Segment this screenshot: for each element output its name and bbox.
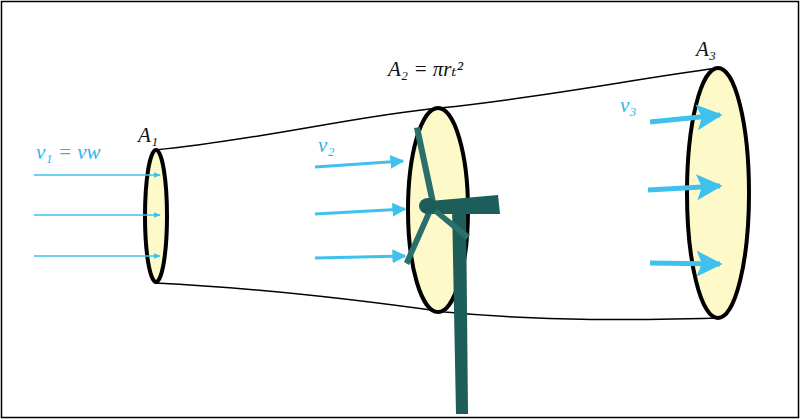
outflow-arrows [648,115,720,264]
area-label: A₂ = πrₜ² [388,58,463,81]
velocity-label: v₂ [318,134,335,157]
inlet-area [145,150,167,282]
velocity-label: v₁ = vw [36,141,101,164]
area-label: A₁ [138,124,158,147]
wind-turbine [404,127,500,414]
outlet-area [687,68,749,318]
rotor-arrows [315,161,405,258]
area-label: A₃ [696,38,716,61]
inflow-arrows [34,175,160,256]
velocity-label: v₃ [620,94,637,117]
